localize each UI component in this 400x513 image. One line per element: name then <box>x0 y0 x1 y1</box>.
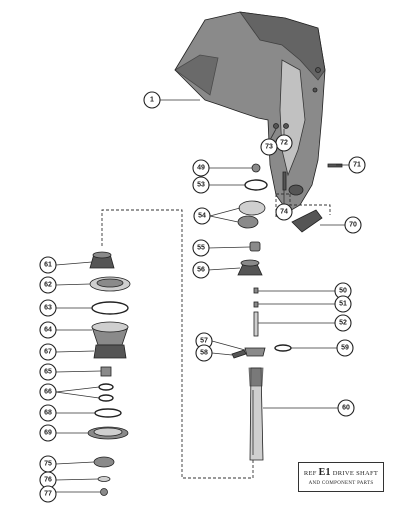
callout-56: 56 <box>192 261 210 279</box>
callout-69: 69 <box>39 424 57 442</box>
svg-text:75: 75 <box>44 461 52 468</box>
svg-text:77: 77 <box>44 491 52 498</box>
part-63 <box>91 301 129 315</box>
svg-text:69: 69 <box>44 430 52 437</box>
part-74 <box>282 171 287 191</box>
svg-text:58: 58 <box>200 350 208 357</box>
svg-text:67: 67 <box>44 349 52 356</box>
part-69 <box>87 426 129 440</box>
callout-55: 55 <box>192 239 210 257</box>
svg-text:49: 49 <box>197 165 205 172</box>
part-66 <box>98 383 114 402</box>
callout-72: 72 <box>275 134 293 152</box>
callout-64: 64 <box>39 321 57 339</box>
svg-text:65: 65 <box>44 369 52 376</box>
callout-68: 68 <box>39 404 57 422</box>
caption-prefix: REF <box>303 470 317 477</box>
callout-58: 58 <box>195 344 213 362</box>
callout-70: 70 <box>344 216 362 234</box>
callout-59: 59 <box>336 339 354 357</box>
part-68 <box>94 408 122 418</box>
svg-text:76: 76 <box>44 477 52 484</box>
svg-text:1: 1 <box>150 97 154 104</box>
callout-54: 54 <box>193 207 211 225</box>
svg-text:51: 51 <box>339 301 347 308</box>
part-49 <box>251 163 261 173</box>
part-72-73 <box>273 123 289 129</box>
callout-66: 66 <box>39 383 57 401</box>
callout-49: 49 <box>192 159 210 177</box>
svg-text:73: 73 <box>265 144 273 151</box>
part-55 <box>249 241 261 252</box>
svg-text:57: 57 <box>200 338 208 345</box>
callout-61: 61 <box>39 256 57 274</box>
caption-title-line: REF E1 DRIVE SHAFT <box>299 467 383 478</box>
part-51 <box>253 301 259 308</box>
caption-subtitle: AND COMPONENT PARTS <box>308 481 374 486</box>
svg-text:72: 72 <box>280 140 288 147</box>
part-62 <box>89 276 131 292</box>
svg-text:52: 52 <box>339 320 347 327</box>
caption-model: E1 <box>318 467 331 478</box>
callout-1: 1 <box>143 91 161 109</box>
callout-51: 51 <box>334 295 352 313</box>
svg-text:64: 64 <box>44 327 52 334</box>
svg-text:74: 74 <box>280 209 288 216</box>
svg-text:55: 55 <box>197 245 205 252</box>
svg-text:68: 68 <box>44 410 52 417</box>
callout-53: 53 <box>192 176 210 194</box>
callout-67: 67 <box>39 343 57 361</box>
callout-60: 60 <box>337 399 355 417</box>
gear-housing <box>174 11 326 213</box>
svg-text:60: 60 <box>342 405 350 412</box>
svg-text:70: 70 <box>349 222 357 229</box>
leader-lines <box>55 99 350 493</box>
callout-71: 71 <box>348 156 366 174</box>
svg-text:56: 56 <box>197 267 205 274</box>
svg-text:71: 71 <box>353 162 361 169</box>
part-50 <box>253 287 259 294</box>
part-59 <box>274 344 292 352</box>
part-76 <box>97 476 111 482</box>
svg-text:66: 66 <box>44 389 52 396</box>
caption-title: DRIVE SHAFT <box>332 470 379 477</box>
part-54 <box>237 200 266 229</box>
part-71 <box>327 163 343 168</box>
svg-text:54: 54 <box>198 213 206 220</box>
assembly-dashed-line <box>101 209 254 479</box>
callouts: 1 49 53 54 55 56 57 58 59 50 51 52 60 61… <box>39 91 366 503</box>
svg-text:63: 63 <box>44 305 52 312</box>
part-77 <box>100 488 108 496</box>
part-61 <box>89 251 115 269</box>
part-70 <box>291 209 323 233</box>
svg-text:62: 62 <box>44 282 52 289</box>
callout-73: 73 <box>260 138 278 156</box>
svg-text:50: 50 <box>339 288 347 295</box>
callout-52: 52 <box>334 314 352 332</box>
callout-65: 65 <box>39 363 57 381</box>
part-53 <box>244 179 268 191</box>
callout-77: 77 <box>39 485 57 503</box>
callout-63: 63 <box>39 299 57 317</box>
svg-text:61: 61 <box>44 262 52 269</box>
part-57-58 <box>231 347 266 359</box>
callout-74: 74 <box>275 203 293 221</box>
svg-text:53: 53 <box>197 182 205 189</box>
part-56 <box>237 259 263 276</box>
callout-62: 62 <box>39 276 57 294</box>
callout-75: 75 <box>39 455 57 473</box>
diagram-caption: REF E1 DRIVE SHAFT AND COMPONENT PARTS <box>298 462 384 492</box>
part-64 <box>91 321 129 359</box>
part-75 <box>93 456 115 468</box>
part-52 <box>253 311 259 337</box>
svg-text:59: 59 <box>341 345 349 352</box>
drive-shaft-60 <box>248 367 264 461</box>
part-65 <box>100 366 112 377</box>
